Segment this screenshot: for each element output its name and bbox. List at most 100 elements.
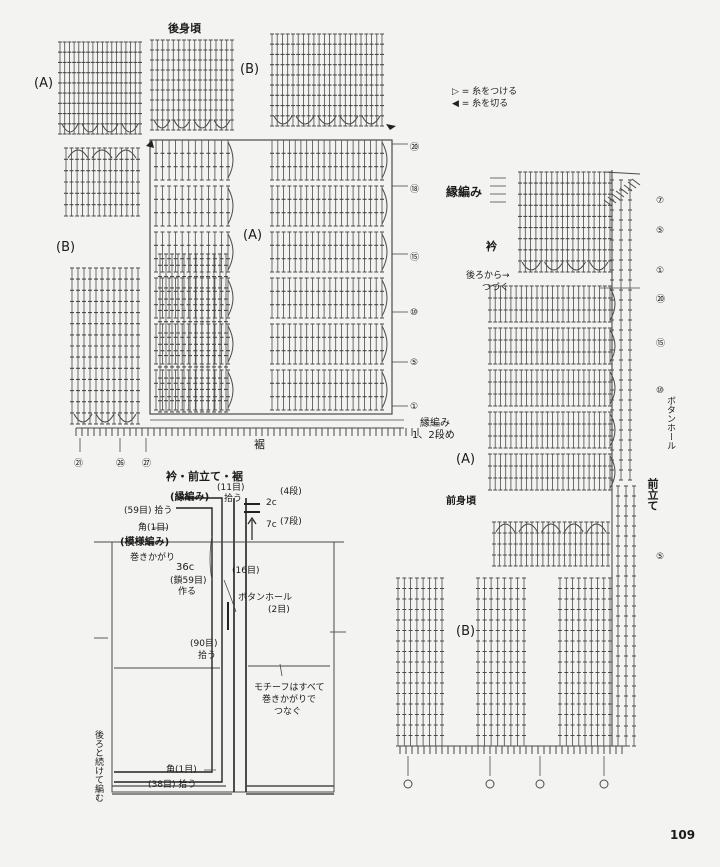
schematic-placket-inner <box>114 507 213 773</box>
schematic-title: 衿・前立て・裾 <box>166 470 243 483</box>
front-body-title: 前身頃 <box>446 496 476 507</box>
schematic-pick59: (59目) 拾う <box>124 506 173 516</box>
continue-label: 後ろから→ <box>466 271 510 281</box>
dim-4-rows: (4段) <box>280 487 302 497</box>
edging-diag <box>603 171 641 175</box>
front-edging-label: 縁編み <box>446 185 483 199</box>
stitch-ticks <box>270 33 384 127</box>
front-row-num: ⑤ <box>656 226 665 236</box>
front-row-num: ⑳ <box>656 295 666 305</box>
schematic-buttonhole: ボタンホール <box>238 593 293 603</box>
back-center-right-rows <box>270 369 384 411</box>
stitch-ticks <box>270 369 384 411</box>
stitch-ticks <box>518 171 612 273</box>
stitch-ticks <box>150 39 234 131</box>
schematic-pick11: (11目) <box>217 483 245 493</box>
back-row-num: ⑳ <box>410 143 420 153</box>
schematic-make: 作る <box>178 587 197 597</box>
back-label-A: (A) <box>34 76 54 91</box>
schematic-buttonhole-n: (2目) <box>268 605 290 615</box>
back-center-right-rows <box>270 231 384 273</box>
band-arch <box>227 325 234 363</box>
buttonhole-leader <box>223 579 237 613</box>
stitch-columns <box>519 172 611 272</box>
back-center-col <box>158 253 228 413</box>
stitch-ticks <box>488 327 612 365</box>
schematic-leader <box>150 769 216 783</box>
front-A-rows <box>488 327 612 365</box>
edging-diag-stitch <box>611 193 621 201</box>
band-arch <box>381 279 388 317</box>
motif-arches <box>73 413 137 423</box>
band-arch <box>381 187 388 225</box>
stitch-ticks <box>158 253 228 413</box>
schematic-pick11b: 拾う <box>224 494 243 504</box>
legend-cut: ◀ = 糸を切る <box>452 99 509 109</box>
stitch-columns <box>271 278 383 318</box>
back-center-right-rows <box>270 323 384 365</box>
motif-arches <box>521 261 609 271</box>
front-A-rows <box>488 411 612 449</box>
front-bottom-circle <box>535 779 545 789</box>
stitch-ticks <box>488 453 612 491</box>
back-center-left-rows <box>154 277 230 319</box>
stitch-columns <box>271 34 383 126</box>
front-mid-motif <box>492 521 610 567</box>
schematic-width: 36c <box>176 562 195 573</box>
front-label-A: (A) <box>456 452 476 467</box>
stitch-ticks <box>64 147 140 217</box>
dim-arrow-7c <box>247 516 257 540</box>
edging-diag-stitch <box>603 199 613 207</box>
stitch-columns <box>155 278 229 318</box>
schematic-pick38: (38目) 拾う <box>148 780 197 790</box>
legend-attach: ▷ = 糸をつける <box>452 87 518 97</box>
back-top-mid-motif <box>150 39 234 131</box>
back-center-left-rows <box>154 139 230 181</box>
back-center-A: (A) <box>243 228 263 243</box>
front-A-rows <box>488 285 612 323</box>
placket-column-lower <box>616 485 636 747</box>
motif-arches <box>67 149 137 159</box>
back-row-num: ① <box>410 402 419 412</box>
back-label-B: (B) <box>240 62 260 77</box>
dim-marker-2c <box>244 503 260 513</box>
edge-note-rows: 1、2段め <box>412 430 455 441</box>
schematic-sts16: (16目) <box>232 566 260 576</box>
stitch-columns <box>155 232 229 272</box>
schematic-pick90: (90目) <box>190 639 218 649</box>
motif-arches <box>61 123 139 133</box>
band-arch <box>227 141 234 179</box>
back-left-upper-motif <box>64 147 140 217</box>
stitch-ticks <box>488 285 612 323</box>
back-center-right-rows <box>270 277 384 319</box>
schematic-body <box>111 541 335 793</box>
stitch-columns <box>489 328 611 364</box>
edge-note: 縁編み <box>420 418 450 429</box>
back-bottom-num: ㉖ <box>116 459 126 469</box>
front-B-col-3 <box>558 577 612 747</box>
edging-diag-stitch <box>631 178 641 186</box>
band-arch <box>227 371 234 409</box>
stitch-columns <box>155 140 229 180</box>
stitch-ticks <box>58 41 142 135</box>
edging-diag-stitch <box>627 181 637 189</box>
stitch-ticks <box>154 185 230 227</box>
stitch-columns <box>489 412 611 448</box>
stitch-ticks <box>492 521 610 567</box>
front-buttonhole-label: ボタンホール <box>665 396 675 450</box>
schematic-chain: (鎖59目) <box>170 576 207 586</box>
front-B-col-2 <box>476 577 526 747</box>
band-arch <box>381 371 388 409</box>
front-label-B: (B) <box>456 624 476 639</box>
front-bottom-circle <box>485 779 495 789</box>
dim-7-rows: (7段) <box>280 517 302 527</box>
front-bottom-circle <box>599 779 609 789</box>
band-arch <box>381 141 388 179</box>
motif-arches <box>153 119 231 129</box>
back-row-num: ⑱ <box>410 185 420 195</box>
band-arch <box>227 233 234 271</box>
schematic-corner1: 角(1目) <box>138 523 169 533</box>
schematic-corner-bottom: 角(1目) <box>166 765 197 775</box>
